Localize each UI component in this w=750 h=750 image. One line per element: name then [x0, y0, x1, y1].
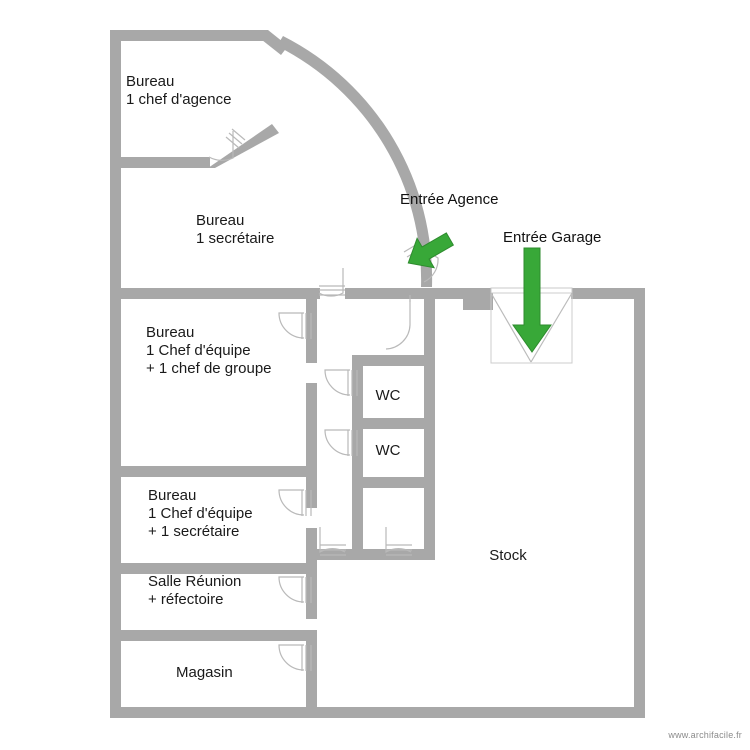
door-wc-1	[324, 369, 358, 396]
door-bureau-chef-equipe-groupe	[278, 312, 312, 339]
watermark-archifacile: www.archifacile.fr	[668, 730, 742, 740]
door-bureau-secretaire	[318, 268, 345, 297]
door-magasin	[278, 644, 312, 671]
wall-bureau-divider-1	[110, 466, 317, 477]
entrance-arrows-group	[407, 232, 552, 353]
wall-outer-right	[634, 288, 645, 718]
wall-wc-block-top	[352, 355, 435, 366]
wall-wc-divider-1	[352, 418, 435, 429]
wall-curved-arc	[277, 36, 433, 287]
wall-top-slant	[110, 30, 270, 41]
room-label-wc-2: WC	[376, 442, 401, 459]
arrow-entree-garage	[512, 247, 552, 353]
walls-group	[110, 30, 645, 718]
door-bureau-chef-equipe-secretaire	[278, 489, 312, 516]
wall-secretaire-bottom-right	[345, 288, 463, 299]
room-label-bureau-chef-equipe-secretaire: Bureau 1 Chef d'équipe + 1 secrétaire	[148, 487, 257, 540]
room-labels-group: Bureau 1 chef d'agence Bureau 1 secrétai…	[126, 73, 527, 681]
wall-top-angled	[262, 30, 288, 55]
room-label-magasin: Magasin	[176, 664, 233, 681]
wall-corridor-left-lower2	[306, 528, 317, 563]
wall-garage-step-lower	[463, 299, 493, 310]
wall-garage-top-left	[474, 288, 493, 299]
wall-corridor-left-bottom2	[306, 641, 317, 707]
wall-secretaire-bottom	[110, 288, 320, 299]
room-label-bureau-chef-equipe-groupe: Bureau 1 Chef d'équipe + 1 chef de group…	[146, 324, 272, 377]
wall-corridor-left-lower	[306, 466, 317, 508]
wall-wc-block-left	[352, 355, 363, 560]
wall-outer-bottom	[110, 707, 645, 718]
wall-wc-block-bottom	[317, 549, 435, 560]
wall-bureau-divider-3	[110, 630, 317, 641]
wall-bureau-divider-2	[110, 563, 317, 574]
door-bureau-chef-agence	[208, 128, 246, 161]
arrow-entree-agence	[407, 232, 455, 269]
wall-wc-divider-2	[352, 477, 435, 488]
annotation-label-entree-garage: Entrée Garage	[503, 229, 601, 246]
door-corridor-bottom-right	[385, 527, 412, 556]
door-corridor-top	[385, 295, 411, 350]
room-label-salle-reunion: Salle Réunion + réfectoire	[148, 573, 246, 608]
annotation-label-entree-agence: Entrée Agence	[400, 191, 498, 208]
room-label-stock: Stock	[489, 547, 527, 564]
annotation-labels-group: Entrée Agence Entrée Garage	[400, 191, 601, 246]
room-label-wc-1: WC	[376, 387, 401, 404]
wall-bureau-chef-agence-angled	[208, 124, 279, 168]
room-label-bureau-chef-agence: Bureau 1 chef d'agence	[126, 73, 231, 108]
room-label-bureau-secretaire: Bureau 1 secrétaire	[196, 212, 274, 247]
door-corridor-bottom-left	[319, 527, 346, 556]
wall-outer-left	[110, 30, 121, 718]
wall-corridor-left-mid	[306, 383, 317, 466]
door-salle-reunion	[278, 576, 312, 603]
door-wc-2	[324, 429, 358, 456]
wall-garage-top-right	[571, 288, 634, 299]
wall-bureau-chef-agence-bottom	[110, 157, 210, 168]
